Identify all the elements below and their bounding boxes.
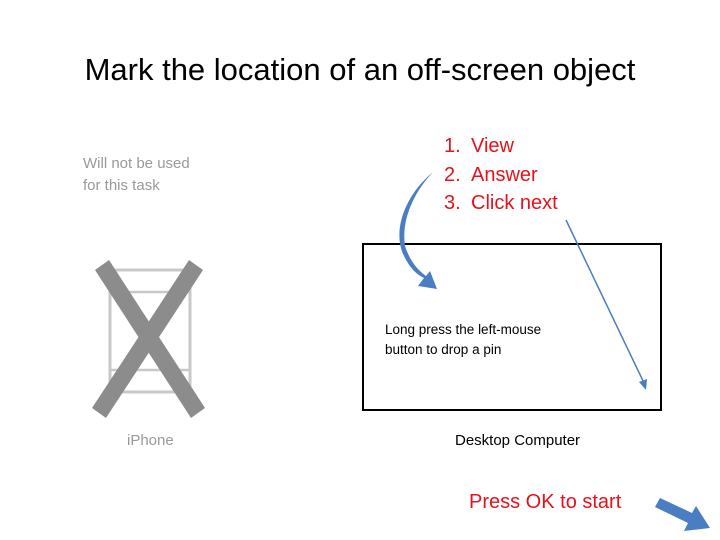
arrow-down-right-icon[interactable] [655,498,710,531]
step-number: 1. [444,135,461,157]
iphone-label: iPhone [127,432,174,449]
phone-outline-icon [108,268,192,394]
step-label: View [471,135,514,157]
step-number: 3. [444,192,461,214]
desktop-label: Desktop Computer [455,432,581,449]
desktop-instruction: Long press the left-mouse button to drop… [385,320,605,360]
step-item-click-next: 3. Click next [444,189,558,218]
step-label: Click next [471,192,558,214]
iphone-note-line-2: for this task [83,177,160,194]
x-mark-icon [92,260,205,418]
desktop-instruction-line-2: button to drop a pin [385,342,502,357]
desktop-instruction-line-1: Long press the left-mouse [385,322,542,337]
step-label: Answer [471,163,538,186]
desktop-screen-frame[interactable] [362,243,662,411]
start-instruction: Press OK to start [469,491,622,513]
iphone-note: Will not be used for this task [83,153,190,197]
iphone-note-line-1: Will not be used [83,155,190,172]
steps-list: 1. View 2. Answer 3. Click next [444,132,558,218]
step-item-view: 1. View [444,132,558,161]
step-number: 2. [444,163,461,186]
step-item-answer: 2. Answer [444,161,558,190]
page-title: Mark the location of an off-screen objec… [84,52,636,87]
